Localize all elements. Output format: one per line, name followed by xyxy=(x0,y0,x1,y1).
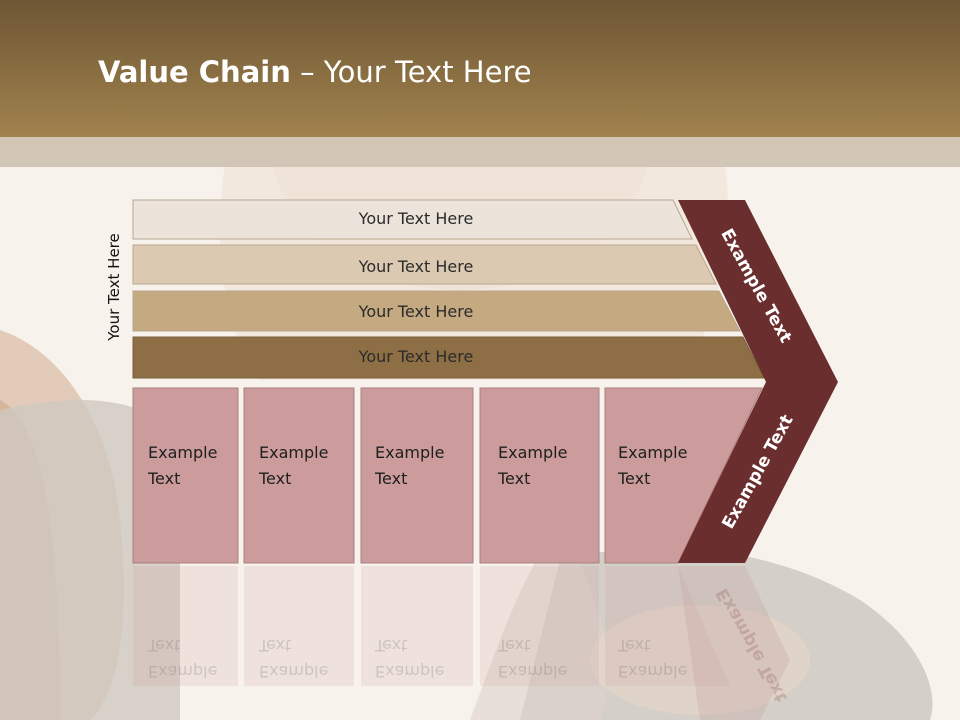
primary-box-4-label: Example Text xyxy=(498,440,567,492)
primary-box-5-line1: Example xyxy=(618,443,688,462)
support-bar-2-label: Your Text Here xyxy=(358,257,474,276)
chevron-reflection xyxy=(678,566,790,720)
margin-chevron xyxy=(678,200,838,563)
primary-box-2-line2: Text xyxy=(259,469,292,488)
header-band xyxy=(0,137,960,167)
support-bar-4-label: Your Text Here xyxy=(358,347,474,366)
support-bar-3 xyxy=(132,290,741,332)
primary-box-4-line2: Text xyxy=(498,469,531,488)
primary-box-2-line1: Example xyxy=(259,443,329,462)
support-bar-1 xyxy=(132,199,693,240)
primary-box-1-line2: Text xyxy=(148,469,181,488)
vertical-side-label: Your Text Here xyxy=(105,233,123,341)
title-bold: Value Chain xyxy=(98,55,291,89)
primary-box-3 xyxy=(360,387,474,564)
primary-box-1 xyxy=(132,387,239,564)
primary-box-5-line2: Text xyxy=(618,469,651,488)
reflection xyxy=(133,566,730,686)
header-bar xyxy=(0,0,960,137)
primary-box-1-label: Example Text xyxy=(148,440,217,492)
primary-box-4 xyxy=(479,387,600,564)
primary-box-3-line1: Example xyxy=(375,443,445,462)
primary-box-3-label: Example Text xyxy=(375,440,444,492)
primary-box-4-line1: Example xyxy=(498,443,568,462)
slide-title: Value Chain – Your Text Here xyxy=(98,52,532,92)
support-bar-3-label: Your Text Here xyxy=(358,302,474,321)
primary-box-1-line1: Example xyxy=(148,443,218,462)
support-bar-2 xyxy=(132,244,717,285)
support-bar-1-label: Your Text Here xyxy=(358,209,474,228)
title-rest: – Your Text Here xyxy=(290,55,532,89)
support-bar-4 xyxy=(132,336,765,379)
primary-box-2-label: Example Text xyxy=(259,440,328,492)
primary-box-5-label: Example Text xyxy=(618,440,687,492)
primary-box-2 xyxy=(243,387,355,564)
primary-box-3-line2: Text xyxy=(375,469,408,488)
